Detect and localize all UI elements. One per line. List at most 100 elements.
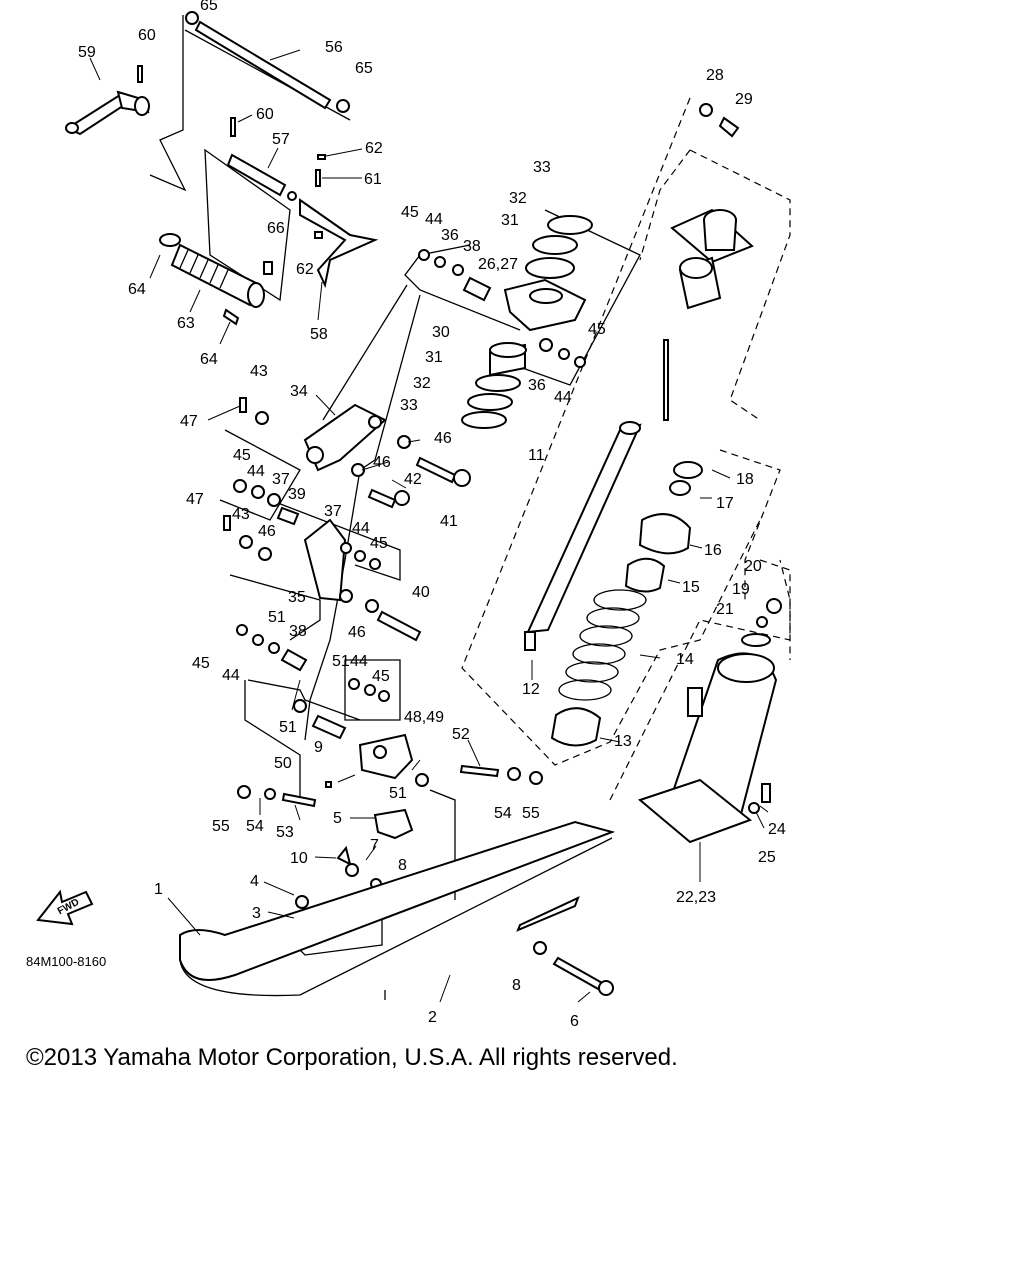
callout-44-lower: 44 xyxy=(352,520,370,537)
callout-26-27: 26,27 xyxy=(478,256,518,273)
callout-44-upper: 44 xyxy=(425,211,443,228)
callout-19: 19 xyxy=(732,581,750,598)
callout-6: 6 xyxy=(570,1013,579,1030)
callout-51-lower: 51 xyxy=(279,719,297,736)
callout-16: 16 xyxy=(704,542,722,559)
fwd-arrow-icon: FWD xyxy=(36,889,94,926)
callout-22-23: 22,23 xyxy=(676,889,716,906)
callout-11: 11 xyxy=(528,447,545,464)
callout-12: 12 xyxy=(522,681,540,698)
callout-61: 61 xyxy=(364,171,382,188)
callout-54-left: 54 xyxy=(246,818,264,835)
linkage-group xyxy=(223,397,471,740)
callout-labels: 65 60 59 56 65 60 57 62 61 66 62 58 64 6… xyxy=(26,0,786,1030)
callout-45-right: 45 xyxy=(588,321,606,338)
exploded-parts-diagram: FWD 65 60 59 56 65 60 57 62 61 66 62 58 … xyxy=(26,0,791,1030)
callout-55-left: 55 xyxy=(212,818,230,835)
callout-14: 14 xyxy=(676,651,694,668)
callout-60-center: 60 xyxy=(256,106,274,123)
callout-32-upper: 32 xyxy=(509,190,527,207)
callout-8-lower: 8 xyxy=(512,977,521,994)
callout-53: 53 xyxy=(276,824,294,841)
callout-2: 2 xyxy=(428,1009,437,1026)
callout-62-upper: 62 xyxy=(365,140,383,157)
callout-57: 57 xyxy=(272,131,290,148)
shock-absorber-group xyxy=(524,103,754,651)
callout-18: 18 xyxy=(736,471,754,488)
callout-20: 20 xyxy=(744,558,762,575)
cylinder-group xyxy=(637,598,782,844)
leader-lines xyxy=(89,49,769,1003)
callout-44-bottom: 44 xyxy=(222,667,240,684)
callout-66: 66 xyxy=(267,220,285,237)
spring-group xyxy=(550,461,703,747)
callout-47-upper: 47 xyxy=(180,413,198,430)
copyright-notice: ©2013 Yamaha Motor Corporation, U.S.A. A… xyxy=(26,1044,678,1071)
callout-34: 34 xyxy=(290,383,308,400)
callout-39: 39 xyxy=(288,486,306,503)
steering-arm-group xyxy=(65,11,379,289)
callout-35: 35 xyxy=(288,589,306,606)
callout-38-upper: 38 xyxy=(463,238,481,255)
callout-63: 63 xyxy=(177,315,195,332)
diagram-part-code: 84M100-8160 xyxy=(26,954,106,969)
callout-64-left: 64 xyxy=(128,281,146,298)
callout-13: 13 xyxy=(614,733,632,750)
callout-51-right: 51 xyxy=(332,653,350,670)
callout-45-upper: 45 xyxy=(401,204,419,221)
callout-36-upper: 36 xyxy=(441,227,459,244)
callout-58: 58 xyxy=(310,326,328,343)
callout-65-right: 65 xyxy=(355,60,373,77)
callout-52: 52 xyxy=(452,726,470,743)
callout-30: 30 xyxy=(432,324,450,341)
callout-45-lower: 45 xyxy=(370,535,388,552)
callout-62-lower: 62 xyxy=(296,261,314,278)
callout-46-d: 46 xyxy=(348,624,366,641)
callout-36-lower: 36 xyxy=(528,377,546,394)
callout-59: 59 xyxy=(78,44,96,61)
callout-56: 56 xyxy=(325,39,343,56)
callout-47-lower: 47 xyxy=(186,491,204,508)
callout-38-lower: 38 xyxy=(289,623,307,640)
callout-31-lower: 31 xyxy=(425,349,443,366)
callout-21: 21 xyxy=(716,601,734,618)
callout-48-49: 48,49 xyxy=(404,709,444,726)
callout-33-upper: 33 xyxy=(533,159,551,176)
callout-4: 4 xyxy=(250,873,259,890)
callout-5: 5 xyxy=(333,810,342,827)
ski-group xyxy=(179,733,616,1000)
callout-28: 28 xyxy=(706,67,724,84)
callout-10: 10 xyxy=(290,850,308,867)
callout-7: 7 xyxy=(370,837,379,854)
callout-42: 42 xyxy=(404,471,422,488)
callout-8-upper: 8 xyxy=(398,857,407,874)
callout-46-b: 46 xyxy=(373,454,391,471)
callout-45-right-low: 45 xyxy=(372,668,390,685)
callout-51-center: 51 xyxy=(389,785,407,802)
callout-1: 1 xyxy=(154,881,163,898)
callout-37-lower: 37 xyxy=(324,503,342,520)
callout-55-right: 55 xyxy=(522,805,540,822)
callout-29: 29 xyxy=(735,91,753,108)
callout-44-mid: 44 xyxy=(247,463,265,480)
callout-50: 50 xyxy=(274,755,292,772)
callout-46-c: 46 xyxy=(258,523,276,540)
callout-31-upper: 31 xyxy=(501,212,519,229)
callout-45-bottom: 45 xyxy=(192,655,210,672)
callout-3: 3 xyxy=(252,905,261,922)
callout-44-right: 44 xyxy=(554,389,572,406)
callout-45-mid: 45 xyxy=(233,447,251,464)
callout-33-lower: 33 xyxy=(400,397,418,414)
callout-32-lower: 32 xyxy=(413,375,431,392)
callout-54-right: 54 xyxy=(494,805,512,822)
callout-60-left: 60 xyxy=(138,27,156,44)
callout-46-a: 46 xyxy=(434,430,452,447)
callout-41: 41 xyxy=(440,513,458,530)
callout-9: 9 xyxy=(314,739,323,756)
callout-65-top: 65 xyxy=(200,0,218,14)
callout-24: 24 xyxy=(768,821,786,838)
callout-37-upper: 37 xyxy=(272,471,290,488)
callout-25: 25 xyxy=(758,849,776,866)
grip-group xyxy=(159,233,273,326)
callout-64-bottom: 64 xyxy=(200,351,218,368)
